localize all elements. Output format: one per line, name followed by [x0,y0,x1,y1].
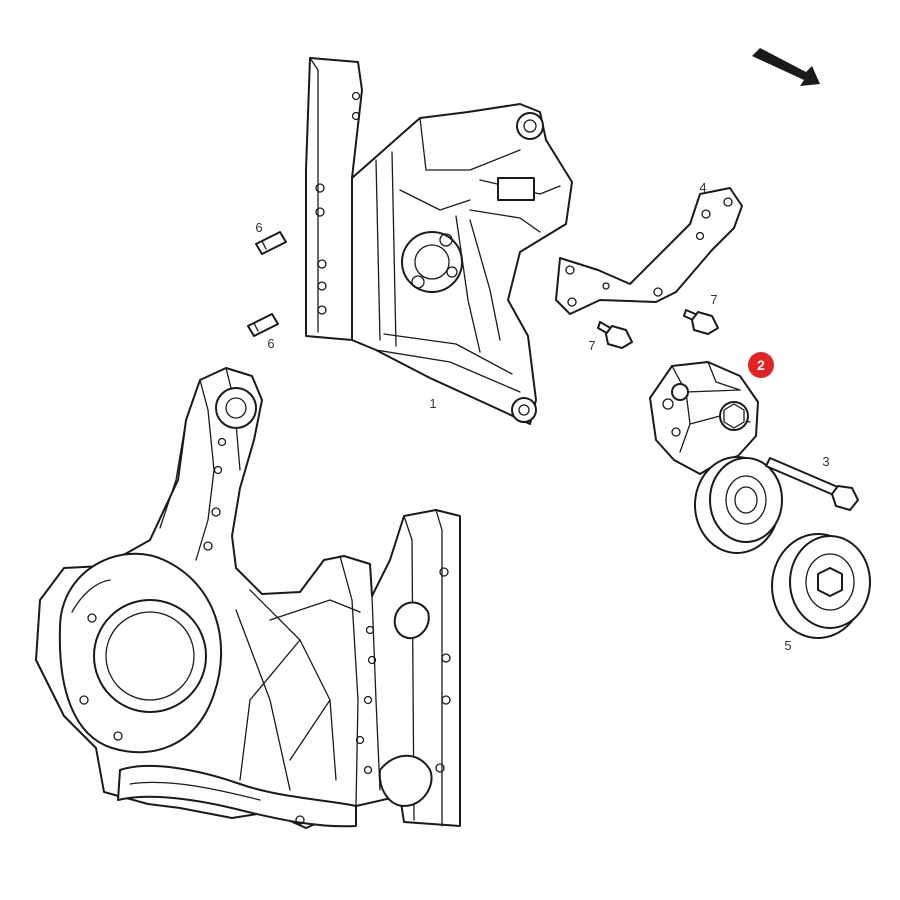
part-3-long-bolt[interactable] [765,457,859,511]
callout-label-3: 3 [822,454,829,469]
callout-label-7-right: 7 [710,292,717,307]
direction-arrow-icon [752,48,820,86]
callout-label-1: 1 [429,396,436,411]
part-7-bolt-right[interactable] [683,309,719,335]
part-2-belt-tensioner[interactable] [649,361,759,475]
callout-label-6-upper: 6 [255,220,262,235]
tensioner-pulley[interactable] [694,456,783,554]
callout-badge-2[interactable]: 2 [748,352,774,378]
callout-label-5: 5 [784,638,791,653]
part-7-bolt-left[interactable] [597,321,633,349]
part-6-dowel-pin-lower[interactable] [247,313,279,337]
callout-label-7-left: 7 [588,338,595,353]
part-6-dowel-pin-upper[interactable] [255,231,287,255]
callout-badge-circle [748,352,774,378]
engine-front-housing[interactable] [35,367,461,829]
callout-label-4: 4 [699,180,706,195]
part-1-mounting-bracket[interactable] [305,57,573,425]
part-5-idler-pulley[interactable] [771,533,871,639]
callout-label-6-lower: 6 [267,336,274,351]
callout-badge-label-2: 2 [757,357,765,373]
part-4-bracket-plate[interactable] [555,187,743,315]
